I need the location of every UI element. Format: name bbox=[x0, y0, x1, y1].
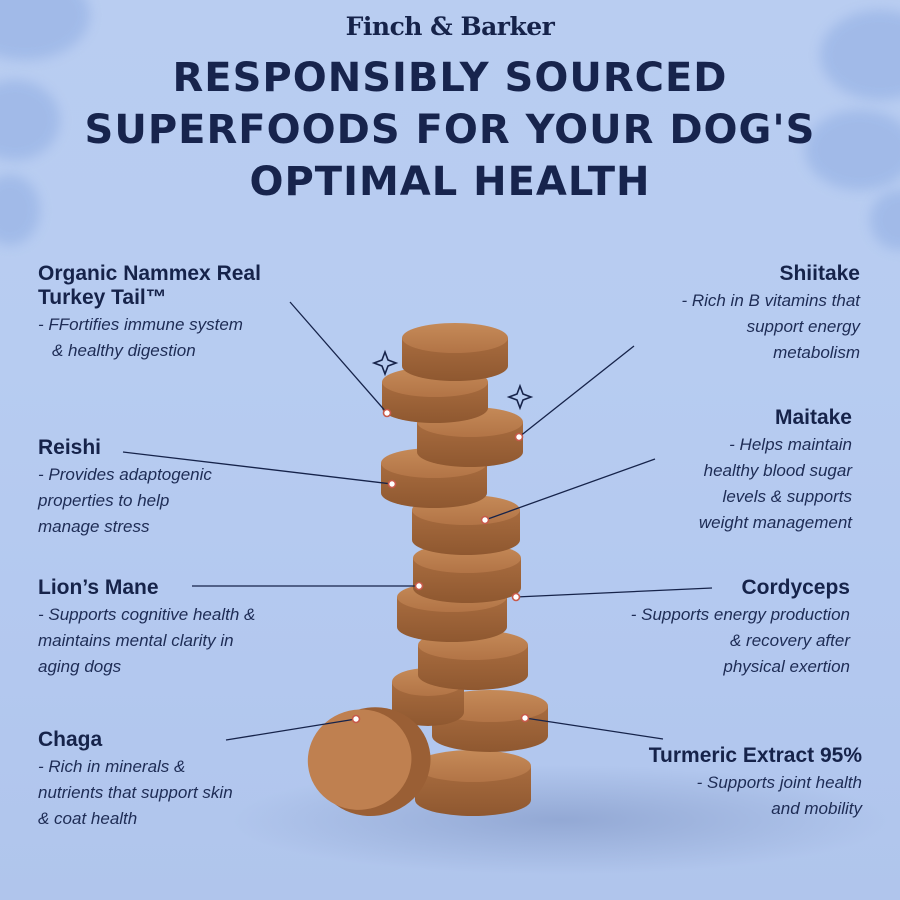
leader-dot bbox=[514, 432, 524, 442]
sparkle-icon bbox=[371, 349, 399, 377]
ingredient-name: Shiitake bbox=[779, 262, 860, 285]
desc-line: - Rich in B vitamins that bbox=[681, 291, 860, 310]
leader-line bbox=[225, 718, 357, 741]
chews bbox=[307, 323, 548, 817]
desc-line: support energy bbox=[746, 317, 860, 336]
desc-line: manage stress bbox=[38, 517, 150, 536]
ingredient-turkey-tail: Organic Nammex Real Turkey Tail™ - FFort… bbox=[38, 262, 318, 364]
chew-treat bbox=[415, 750, 531, 816]
leader-line bbox=[524, 717, 664, 740]
ingredient-description: - Supports joint health and mobility bbox=[592, 770, 862, 822]
leader-line bbox=[484, 458, 656, 521]
desc-line: weight management bbox=[698, 513, 852, 532]
leader-dot bbox=[414, 581, 424, 591]
desc-line: - Supports cognitive health & bbox=[38, 605, 256, 624]
leader-line bbox=[518, 345, 635, 438]
desc-line: healthy blood sugar bbox=[703, 461, 852, 480]
desc-line: maintains mental clarity in bbox=[38, 631, 234, 650]
page-headline: RESPONSIBLY SOURCED SUPERFOODS FOR YOUR … bbox=[0, 52, 900, 208]
desc-line: - FFortifies immune system bbox=[38, 315, 243, 334]
ingredient-description: - Provides adaptogenic properties to hel… bbox=[38, 462, 298, 540]
leader-line bbox=[515, 587, 713, 598]
ingredient-lions-mane: Lion’s Mane - Supports cognitive health … bbox=[38, 576, 328, 680]
sparkle-icon bbox=[506, 383, 534, 411]
ingredient-maitake: Maitake - Helps maintain healthy blood s… bbox=[612, 406, 852, 536]
desc-line: aging dogs bbox=[38, 657, 122, 676]
desc-line: - Helps maintain bbox=[729, 435, 852, 454]
ingredient-description: - FFortifies immune system & healthy dig… bbox=[38, 312, 318, 364]
desc-line: & healthy digestion bbox=[52, 341, 196, 360]
leader-line bbox=[122, 451, 393, 485]
desc-line: - Provides adaptogenic bbox=[38, 465, 212, 484]
leader-dot bbox=[520, 713, 530, 723]
desc-line: nutrients that support skin bbox=[38, 783, 233, 802]
desc-line: - Supports joint health bbox=[696, 773, 862, 792]
leader-dot bbox=[382, 408, 392, 418]
desc-line: metabolism bbox=[773, 343, 860, 362]
ingredient-name: Chaga bbox=[38, 728, 103, 751]
ingredient-description: - Supports energy production & recovery … bbox=[560, 602, 850, 680]
ingredient-name: Cordyceps bbox=[741, 576, 850, 599]
ingredient-cordyceps: Cordyceps - Supports energy production &… bbox=[560, 576, 850, 680]
leader-line bbox=[289, 301, 388, 414]
leader-dot bbox=[351, 714, 361, 724]
desc-line: & coat health bbox=[38, 809, 138, 828]
desc-line: - Rich in minerals & bbox=[38, 757, 186, 776]
headline-line: OPTIMAL HEALTH bbox=[249, 159, 651, 205]
desc-line: - Supports energy production bbox=[630, 605, 850, 624]
ingredient-description: - Supports cognitive health & maintains … bbox=[38, 602, 328, 680]
chew-treat bbox=[402, 323, 508, 381]
desc-line: & recovery after bbox=[730, 631, 850, 650]
background-blob bbox=[805, 110, 900, 190]
desc-line: properties to help bbox=[38, 491, 170, 510]
ingredient-name: Reishi bbox=[38, 436, 102, 459]
ingredient-chaga: Chaga - Rich in minerals & nutrients tha… bbox=[38, 728, 308, 832]
ingredient-name: Turmeric Extract 95% bbox=[648, 744, 862, 767]
headline-line: SUPERFOODS FOR YOUR DOG'S bbox=[84, 107, 816, 153]
ingredient-description: - Rich in B vitamins that support energy… bbox=[600, 288, 860, 366]
brand-logo: Finch & Barker bbox=[345, 12, 555, 41]
leader-dot bbox=[387, 479, 397, 489]
desc-line: physical exertion bbox=[723, 657, 850, 676]
leader-dot bbox=[511, 592, 521, 602]
desc-line: levels & supports bbox=[722, 487, 852, 506]
ingredient-turmeric: Turmeric Extract 95% - Supports joint he… bbox=[592, 744, 862, 822]
ingredient-name: Turkey Tail™ bbox=[38, 286, 167, 309]
leader-dot bbox=[480, 515, 490, 525]
ingredient-name: Maitake bbox=[774, 406, 852, 429]
desc-line: and mobility bbox=[771, 799, 862, 818]
ingredient-name: Organic Nammex Real bbox=[38, 262, 261, 285]
ingredient-description: - Helps maintain healthy blood sugar lev… bbox=[612, 432, 852, 536]
ingredient-description: - Rich in minerals & nutrients that supp… bbox=[38, 754, 308, 832]
headline-line: RESPONSIBLY SOURCED bbox=[172, 55, 728, 101]
chew-treat bbox=[307, 707, 431, 817]
ingredient-shiitake: Shiitake - Rich in B vitamins that suppo… bbox=[600, 262, 860, 366]
ingredient-reishi: Reishi - Provides adaptogenic properties… bbox=[38, 436, 298, 540]
ingredient-name: Lion’s Mane bbox=[38, 576, 159, 599]
